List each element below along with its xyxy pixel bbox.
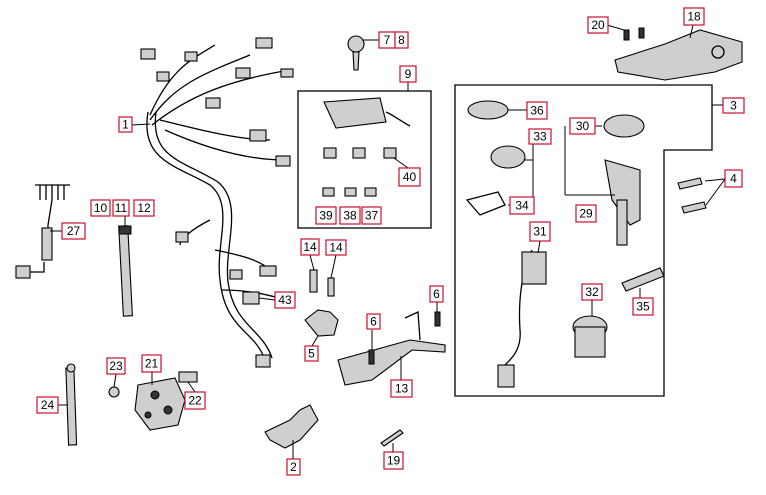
svg-text:24: 24 bbox=[41, 398, 55, 412]
callout-33: 33 bbox=[528, 128, 552, 145]
wiring-sub-harness bbox=[15, 184, 70, 279]
callout-43: 43 bbox=[274, 291, 296, 309]
callout-39: 39 bbox=[315, 206, 337, 225]
callout-27: 27 bbox=[61, 222, 86, 240]
callout-35: 35 bbox=[632, 297, 654, 316]
callout-1: 1 bbox=[118, 116, 133, 133]
bracket-13 bbox=[337, 311, 446, 386]
svg-text:14: 14 bbox=[303, 240, 317, 254]
callout-22: 22 bbox=[184, 391, 206, 410]
callout-32: 32 bbox=[581, 283, 603, 301]
callout-24: 24 bbox=[36, 396, 59, 414]
callout-38: 38 bbox=[339, 206, 361, 225]
svg-text:6: 6 bbox=[433, 287, 440, 301]
svg-text:9: 9 bbox=[405, 67, 412, 81]
svg-text:29: 29 bbox=[579, 207, 593, 221]
callout-4: 4 bbox=[724, 169, 743, 188]
bolts-4 bbox=[677, 177, 707, 214]
pin bbox=[380, 429, 404, 447]
callout-8: 8 bbox=[394, 31, 409, 49]
callout-12: 12 bbox=[133, 199, 155, 217]
svg-text:38: 38 bbox=[343, 209, 357, 223]
svg-text:4: 4 bbox=[730, 172, 737, 186]
bracket-2 bbox=[264, 404, 319, 449]
relay-block bbox=[108, 371, 198, 431]
svg-text:19: 19 bbox=[387, 454, 401, 468]
callout-34: 34 bbox=[509, 196, 535, 215]
svg-text:1: 1 bbox=[122, 118, 129, 132]
svg-text:40: 40 bbox=[403, 170, 417, 184]
callout-31: 31 bbox=[529, 221, 551, 242]
svg-text:31: 31 bbox=[533, 225, 547, 239]
svg-text:22: 22 bbox=[188, 394, 202, 408]
svg-text:33: 33 bbox=[533, 130, 547, 144]
mount-plate bbox=[614, 27, 743, 81]
svg-text:13: 13 bbox=[395, 382, 409, 396]
callout-6a: 6 bbox=[366, 313, 381, 330]
callout-19: 19 bbox=[383, 451, 404, 470]
svg-text:20: 20 bbox=[591, 18, 605, 32]
box-lock-set bbox=[454, 84, 713, 397]
callout-14b: 14 bbox=[325, 239, 347, 256]
callout-18: 18 bbox=[683, 7, 705, 26]
svg-text:37: 37 bbox=[365, 209, 379, 223]
box-switch-set bbox=[297, 90, 432, 229]
svg-text:12: 12 bbox=[137, 201, 151, 215]
callout-3: 3 bbox=[722, 97, 745, 114]
key bbox=[347, 35, 365, 71]
strap bbox=[65, 363, 78, 446]
svg-text:10: 10 bbox=[94, 201, 108, 215]
callout-7: 7 bbox=[378, 31, 396, 49]
svg-text:14: 14 bbox=[329, 241, 343, 255]
svg-text:43: 43 bbox=[278, 293, 292, 307]
callout-30: 30 bbox=[569, 117, 596, 135]
callout-37: 37 bbox=[361, 206, 382, 225]
clip bbox=[242, 291, 260, 305]
wire-harness bbox=[140, 37, 294, 368]
svg-text:11: 11 bbox=[115, 201, 128, 215]
svg-text:23: 23 bbox=[109, 359, 123, 373]
callout-21: 21 bbox=[141, 354, 162, 373]
cable-tie bbox=[118, 225, 133, 317]
svg-text:35: 35 bbox=[636, 300, 650, 314]
callout-11: 11 bbox=[112, 199, 130, 217]
callout-2: 2 bbox=[286, 458, 301, 476]
callout-20: 20 bbox=[587, 16, 609, 34]
svg-text:5: 5 bbox=[308, 347, 315, 361]
sensor-assembly bbox=[304, 269, 339, 337]
svg-text:2: 2 bbox=[290, 460, 297, 474]
callout-29: 29 bbox=[575, 204, 597, 223]
callout-5: 5 bbox=[304, 345, 319, 362]
svg-text:32: 32 bbox=[585, 285, 599, 299]
svg-text:7: 7 bbox=[384, 33, 391, 47]
callout-13: 13 bbox=[390, 379, 413, 398]
svg-text:6: 6 bbox=[370, 315, 377, 329]
callout-9: 9 bbox=[399, 65, 417, 83]
svg-text:21: 21 bbox=[145, 357, 159, 371]
svg-text:3: 3 bbox=[730, 99, 737, 113]
callout-10: 10 bbox=[90, 199, 111, 217]
svg-text:18: 18 bbox=[687, 10, 701, 24]
callout-14a: 14 bbox=[300, 238, 320, 256]
svg-text:8: 8 bbox=[398, 33, 405, 47]
callout-40: 40 bbox=[398, 167, 421, 187]
svg-text:30: 30 bbox=[576, 119, 590, 133]
svg-text:36: 36 bbox=[530, 104, 544, 118]
callout-6b: 6 bbox=[429, 285, 444, 303]
callout-36: 36 bbox=[526, 101, 548, 120]
callout-23: 23 bbox=[106, 357, 126, 375]
svg-text:39: 39 bbox=[319, 209, 333, 223]
svg-text:27: 27 bbox=[67, 224, 81, 238]
svg-text:34: 34 bbox=[515, 199, 529, 213]
